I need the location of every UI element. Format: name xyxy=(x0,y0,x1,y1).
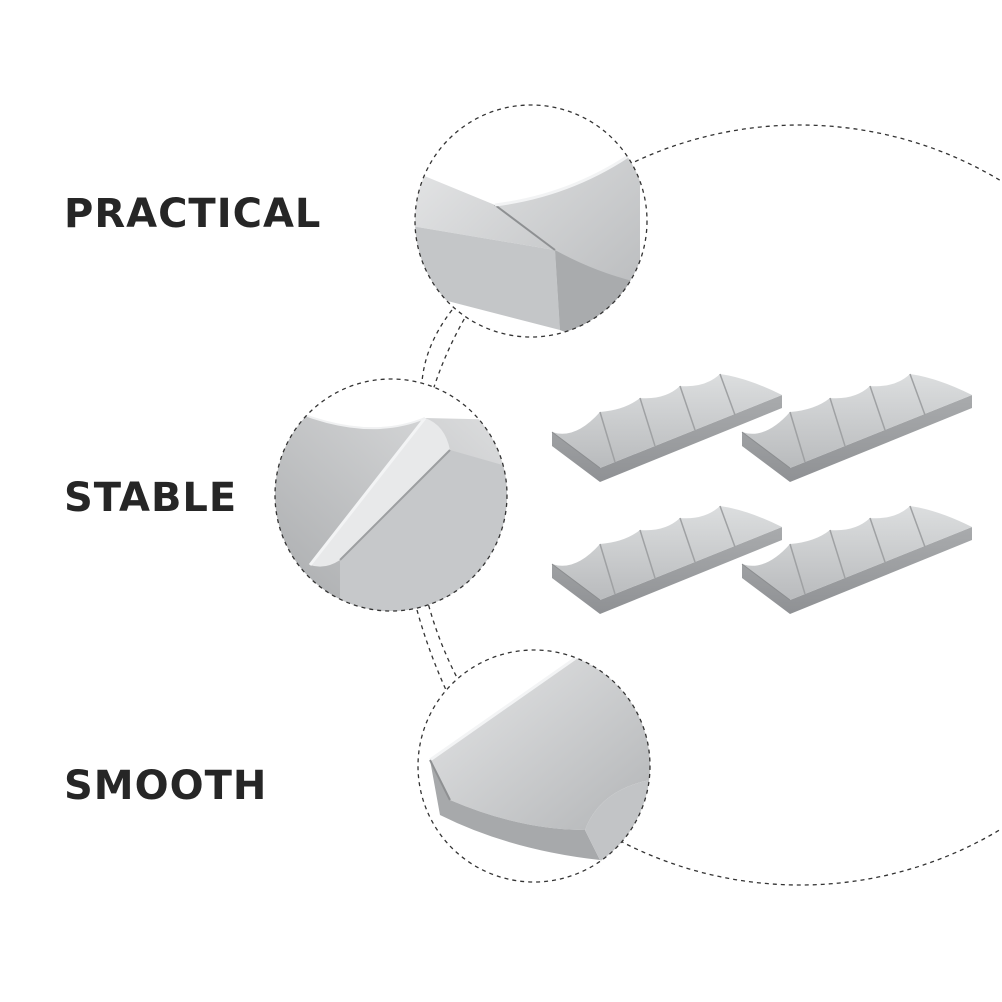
feature-label-practical: PRACTICAL xyxy=(64,191,322,237)
tray-product xyxy=(551,373,782,482)
tray-product xyxy=(741,373,973,483)
zoom-circle-practical xyxy=(414,104,648,338)
feature-label-smooth: SMOOTH xyxy=(64,763,268,809)
feature-label-stable: STABLE xyxy=(64,475,238,521)
dashed-connector xyxy=(421,309,453,383)
zoom-circle-smooth xyxy=(417,649,651,883)
tray-product xyxy=(741,505,973,615)
zoom-circle-stable xyxy=(274,378,508,612)
tray-product xyxy=(551,505,783,615)
dashed-connector xyxy=(416,609,447,691)
